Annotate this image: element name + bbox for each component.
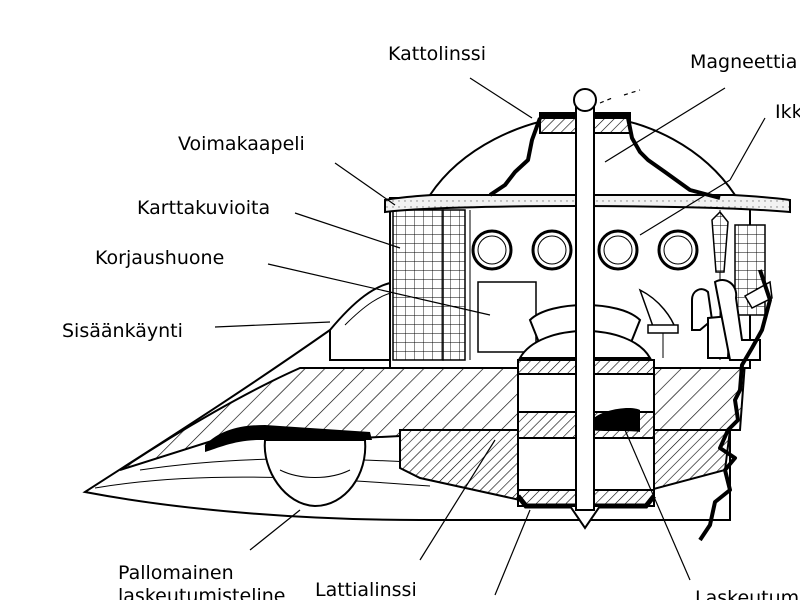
label-pallomainen-line1: Pallomainen — [118, 562, 234, 584]
center-shaft — [573, 88, 597, 511]
label-ikkuna: Ikk — [775, 101, 800, 123]
diagram-labels: Kattolinssi Magneettia Ikk Voimakaapeli … — [62, 43, 800, 600]
hull-floor-right — [649, 361, 747, 431]
spherical-landing-gear — [263, 439, 367, 508]
label-pallomainen-line2: laskeutumisteline — [118, 585, 285, 600]
label-kattolinssi: Kattolinssi — [388, 43, 486, 65]
hull-break-right — [698, 269, 772, 542]
label-voimakaapeli: Voimakaapeli — [178, 133, 305, 155]
label-laskeutumis: Laskeutum — [695, 587, 799, 600]
label-lattialinssi: Lattialinssi — [315, 579, 417, 600]
label-korjaushuone: Korjaushuone — [95, 247, 224, 269]
label-karttakuvioita: Karttakuvioita — [137, 197, 270, 219]
leader-lines — [214, 77, 766, 596]
portholes — [471, 229, 699, 271]
label-sisaankaynti: Sisäänkäynti — [62, 320, 183, 342]
label-magneetti: Magneettia — [690, 51, 797, 73]
